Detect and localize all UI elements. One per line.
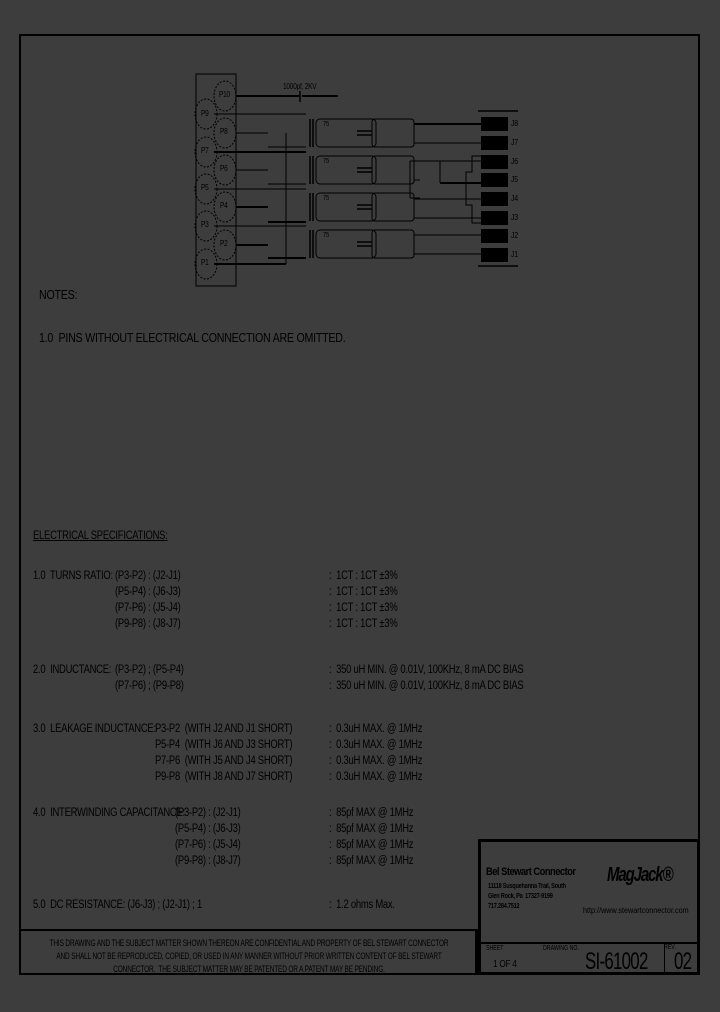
spec-value: : 350 uH MIN. @ 0.01V, 100KHz, 8 mA DC B… (329, 680, 524, 692)
spec-pair: (P9-P8) : (J8-J7) (115, 618, 181, 630)
spec-value: : 0.3uH MAX. @ 1MHz (329, 723, 423, 735)
spec-pair: (P7-P6) : (J5-J4) (175, 839, 241, 851)
spec-value: : 85pf MAX @ 1MHz (329, 855, 414, 867)
confidential-line: CONNECTOR. THE SUBJECT MATTER MAY BE PAT… (113, 964, 385, 974)
company-url: http://www.stewartconnector.com (583, 905, 689, 915)
transformer-label: 75 (323, 195, 329, 202)
specs-heading: ELECTRICAL SPECIFICATIONS: (33, 530, 168, 542)
jack-label: J2 (511, 230, 518, 240)
pin-label: P7 (201, 146, 209, 155)
schematic-diagram (194, 73, 518, 287)
spec-pair: P7-P6 (WITH J5 AND J4 SHORT) (155, 755, 293, 767)
spec-value: : 1CT : 1CT ±3% (329, 618, 398, 630)
notes-heading: NOTES: (39, 287, 78, 302)
jack-label: J5 (511, 174, 518, 184)
spec-value: : 350 uH MIN. @ 0.01V, 100KHz, 8 mA DC B… (329, 664, 524, 676)
rev-label: REV. (664, 944, 676, 951)
drawing-border (19, 34, 700, 975)
pin-label: P1 (201, 258, 209, 267)
title-block-divider (481, 942, 697, 944)
spec-pair: (P3-P2) ; (P5-P4) (115, 664, 184, 676)
note-item: 1.0 PINS WITHOUT ELECTRICAL CONNECTION A… (39, 330, 346, 345)
spec-label-turns-ratio: 1.0 TURNS RATIO: (33, 570, 113, 582)
jack-label: J1 (511, 249, 518, 259)
drawing-no-label: DRAWING NO. (543, 945, 579, 952)
spec-value: : 0.3uH MAX. @ 1MHz (329, 771, 423, 783)
jack-label: J8 (511, 118, 518, 128)
jack-label: J4 (511, 193, 518, 203)
spec-value: : 85pf MAX @ 1MHz (329, 807, 414, 819)
pin-label: P3 (201, 220, 209, 229)
spec-pair: (P5-P4) : (J6-J3) (175, 823, 241, 835)
spec-value: : 1.2 ohms Max. (329, 899, 395, 911)
jack-label: J7 (511, 137, 518, 147)
spec-value: : 1CT : 1CT ±3% (329, 586, 398, 598)
spec-pair: (P5-P4) : (J6-J3) (115, 586, 181, 598)
spec-pair: (P3-P2) : (J2-J1) (175, 807, 241, 819)
pin-label: P9 (201, 109, 209, 118)
spec-value: : 0.3uH MAX. @ 1MHz (329, 739, 423, 751)
transformer-label: 75 (323, 232, 329, 239)
pin-label: P6 (220, 164, 228, 173)
jack-label: J6 (511, 156, 518, 166)
pin-label: P2 (220, 239, 228, 248)
company-address-1: 11118 Susquehanna Trail, South (488, 883, 566, 890)
company-name: Bel Stewart Connector (486, 866, 576, 878)
pin-label: P5 (201, 183, 209, 192)
confidential-line: THIS DRAWING AND THE SUBJECT MATTER SHOW… (49, 938, 449, 948)
capacitor-label: 1000pf, 2KV (283, 82, 317, 91)
spec-pair: P3-P2 (WITH J2 AND J1 SHORT) (155, 723, 293, 735)
spec-pair: (P7-P6) : (J5-J4) (115, 602, 181, 614)
spec-value: : 85pf MAX @ 1MHz (329, 823, 414, 835)
spec-pair: (P7-P6) ; (P9-P8) (115, 680, 184, 692)
spec-pair: P5-P4 (WITH J6 AND J3 SHORT) (155, 739, 293, 751)
pin-label: P10 (219, 90, 230, 99)
confidential-notice: THIS DRAWING AND THE SUBJECT MATTER SHOW… (19, 929, 478, 975)
pin-label: P4 (220, 201, 228, 210)
spec-label-leakage: 3.0 LEAKAGE INDUCTANCE: (33, 723, 156, 735)
spec-pair: (P9-P8) : (J8-J7) (175, 855, 241, 867)
spec-label-inductance: 2.0 INDUCTANCE: (33, 664, 112, 676)
spec-value: : 1CT : 1CT ±3% (329, 570, 398, 582)
spec-pair: (P3-P2) : (J2-J1) (115, 570, 181, 582)
title-block (478, 839, 700, 975)
transformer-label: 75 (323, 158, 329, 165)
transformer-label: 75 (323, 121, 329, 128)
spec-pair: P9-P8 (WITH J8 AND J7 SHORT) (155, 771, 293, 783)
spec-value: : 85pf MAX @ 1MHz (329, 839, 414, 851)
company-address-2: Glen Rock, Pa 17327-9199 (488, 893, 553, 900)
spec-value: : 0.3uH MAX. @ 1MHz (329, 755, 423, 767)
spec-value: : 1CT : 1CT ±3% (329, 602, 398, 614)
magjack-logo: MagJack® (607, 864, 674, 886)
rev-value: 02 (674, 948, 692, 975)
jack-label: J3 (511, 212, 518, 222)
spec-label-dc-resistance: 5.0 DC RESISTANCE: (J6-J3) ; (J2-J1) ; 1 (33, 899, 202, 911)
pin-block (195, 73, 237, 287)
sheet-value: 1 OF 4 (493, 959, 517, 970)
rev-divider (664, 942, 665, 972)
pin-label: P8 (220, 127, 228, 136)
drawing-number: SI-61002 (585, 948, 648, 975)
sheet-label: SHEET (486, 945, 504, 952)
spec-label-interwinding: 4.0 INTERWINDING CAPACITANCE: (33, 807, 185, 819)
company-phone: 717.284.7512 (488, 903, 520, 910)
confidential-line: AND SHALL NOT BE REPRODUCED, COPIED, OR … (56, 951, 442, 961)
